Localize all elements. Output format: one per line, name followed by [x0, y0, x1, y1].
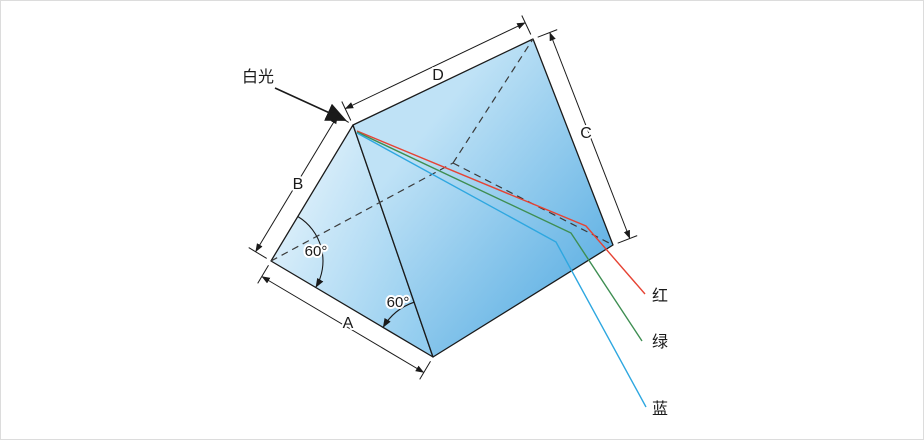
dim-b-tick-bottom	[248, 247, 267, 259]
dim-a-label: A	[343, 315, 354, 332]
dimension-d	[341, 15, 532, 121]
red-ray-label: 红	[652, 287, 668, 305]
dim-b-line	[255, 115, 339, 253]
blue-ray-label: 蓝	[652, 400, 668, 418]
hidden-edge-bottom-left	[270, 162, 454, 262]
dim-c-tick-bottom	[617, 235, 638, 244]
dim-c-label: C	[580, 125, 592, 142]
dim-a-tick-right	[419, 361, 431, 380]
white-light-label: 白光	[242, 68, 274, 86]
dimension-c	[537, 29, 638, 244]
dim-c-tick-top	[537, 29, 558, 38]
angle-left-label: 60°	[305, 243, 328, 260]
angle-arc-bottom	[382, 301, 415, 328]
dim-c-line	[549, 32, 631, 239]
dim-d-label: D	[432, 67, 444, 84]
angle-bottom-label: 60°	[387, 294, 410, 311]
dim-d-tick-back	[521, 15, 532, 35]
blue-ray	[356, 132, 647, 408]
dim-b-label: B	[293, 176, 304, 193]
dim-a-tick-left	[257, 265, 269, 284]
dim-d-tick-front	[341, 101, 352, 121]
angle-arc-left	[297, 216, 324, 288]
dim-b-tick-top	[330, 111, 349, 123]
green-ray-label: 绿	[652, 333, 668, 351]
dimension-a	[257, 265, 431, 380]
dim-d-line	[344, 22, 526, 110]
white-light-arrow	[274, 87, 347, 121]
dim-a-line	[261, 276, 425, 373]
dimension-b	[248, 111, 349, 259]
